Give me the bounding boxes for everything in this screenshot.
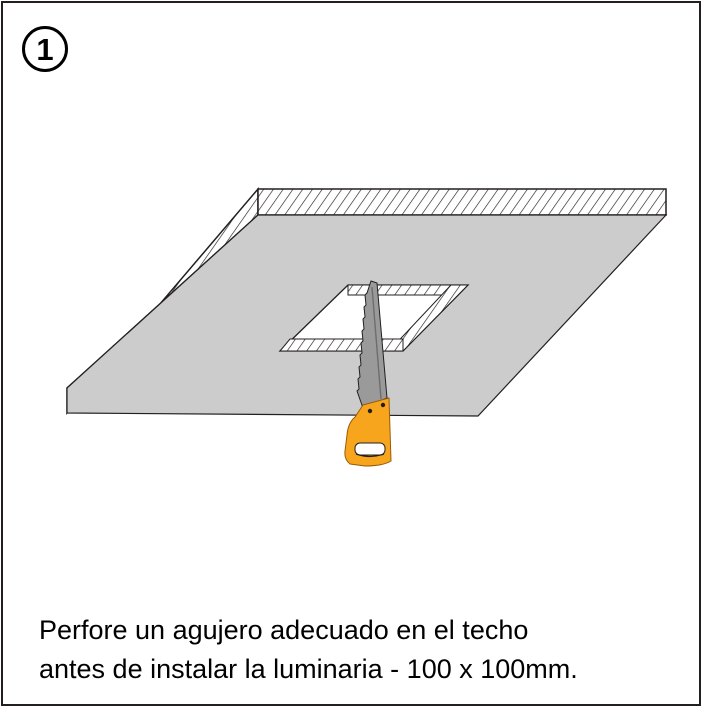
hole-front-wall (278, 338, 404, 352)
instruction-line-2: antes de instalar la luminaria - 100 x 1… (39, 654, 578, 684)
instruction-line-1: Perfore un agujero adecuado en el techo (39, 615, 529, 645)
instruction-text: Perfore un agujero adecuado en el techo … (39, 611, 689, 689)
step-number: 1 (36, 31, 54, 67)
ceiling-panel-illustration (66, 186, 668, 467)
hole-back-wall (347, 284, 452, 296)
saw-icon (344, 280, 392, 467)
panel-back-edge (257, 188, 667, 216)
step-number-badge: 1 (22, 26, 68, 72)
